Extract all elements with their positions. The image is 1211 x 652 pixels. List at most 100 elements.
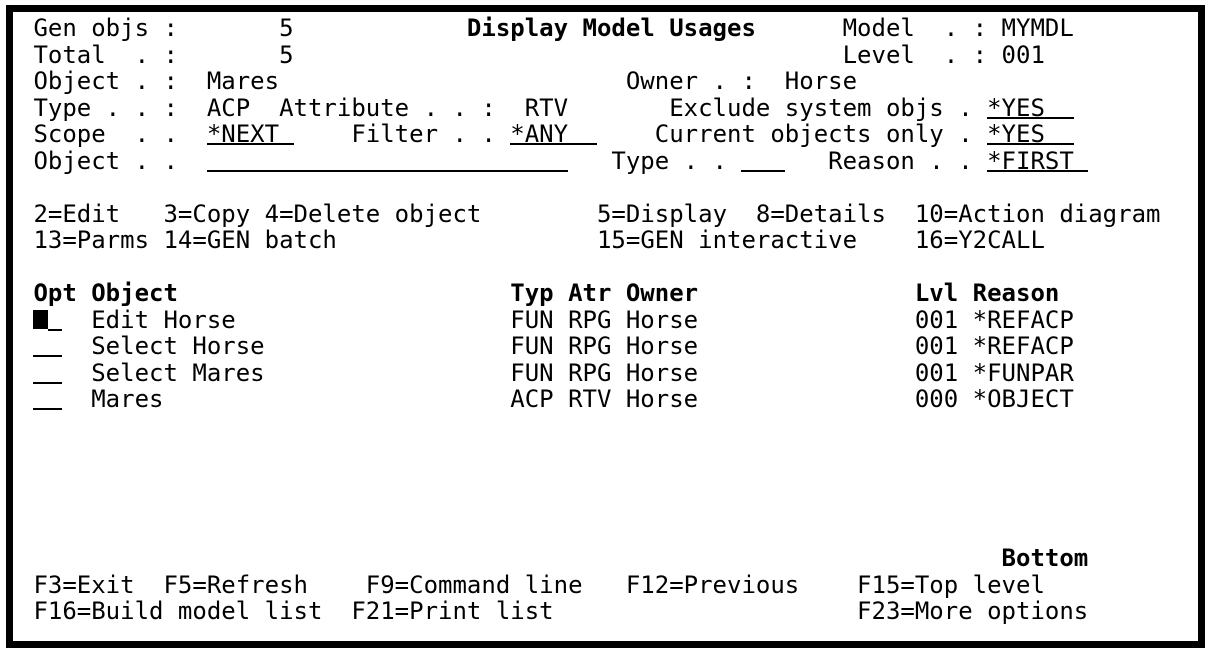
- fkey-f3-exit[interactable]: F3=Exit: [33, 570, 135, 599]
- header-line-5: Scope . . *NEXT Filter . . *ANY Current …: [19, 121, 1198, 148]
- column-header-atr: Atr: [568, 279, 612, 307]
- option-8-details: 8=Details: [755, 199, 886, 228]
- owner-label: Owner . :: [625, 67, 756, 95]
- opt-input[interactable]: [33, 360, 63, 384]
- opt-input[interactable]: [47, 307, 63, 331]
- current-objects-only-input[interactable]: *YES: [987, 121, 1074, 147]
- cell-object: Select Mares: [91, 358, 265, 387]
- fkeys-line-2: F16=Build model list F21=Print list F23=…: [19, 598, 1198, 625]
- cell-typ: FUN: [510, 358, 554, 387]
- fkey-f15-top-level[interactable]: F15=Top level: [857, 570, 1045, 599]
- cell-atr: RTV: [568, 385, 612, 413]
- fkey-f23-more-options[interactable]: F23=More options: [857, 597, 1089, 625]
- options-line-2: 13=Parms 14=GEN batch 15=GEN interactive…: [19, 227, 1198, 254]
- cell-reason: *FUNPAR: [972, 358, 1074, 387]
- cell-atr: RPG: [568, 305, 612, 334]
- attribute-value: RTV: [524, 93, 569, 122]
- option-4-delete-object: 4=Delete object: [264, 199, 482, 228]
- text-cursor: [33, 309, 48, 329]
- table-row: Select Mares FUN RPG Horse 001 *FUNPAR: [19, 358, 1198, 387]
- blank-line: [19, 492, 1198, 519]
- terminal-screen: Gen objs : 5 Display Model Usages Model …: [6, 5, 1205, 648]
- blank-line: [19, 174, 1198, 201]
- column-header-reason: Reason: [972, 279, 1060, 307]
- cell-object: Edit Horse: [91, 305, 236, 334]
- model-value: MYMDL: [1001, 14, 1074, 42]
- type-value: ACP: [206, 93, 251, 122]
- blank-line: [19, 413, 1198, 440]
- option-13-parms: 13=Parms: [33, 226, 150, 254]
- blank-line: [19, 466, 1198, 493]
- scope-label: Scope . .: [33, 120, 178, 148]
- cell-reason: *REFACP: [972, 332, 1074, 360]
- opt-input[interactable]: [33, 386, 63, 410]
- type-label: Type . . :: [33, 93, 178, 122]
- object-position-input[interactable]: [206, 148, 569, 172]
- cell-typ: FUN: [510, 332, 554, 360]
- cell-owner: Horse: [625, 385, 699, 413]
- cell-atr: RPG: [568, 358, 612, 387]
- exclude-system-objs-label: Exclude system objs .: [669, 93, 973, 122]
- attribute-label: Attribute . . :: [279, 93, 496, 122]
- option-5-display: 5=Display: [596, 199, 728, 228]
- cell-object: Select Horse: [91, 332, 265, 360]
- level-label: Level . :: [842, 40, 988, 69]
- filter-input[interactable]: *ANY: [510, 121, 597, 147]
- option-3-copy: 3=Copy: [163, 199, 251, 228]
- owner-value: Horse: [784, 67, 858, 95]
- cell-lvl: 000: [914, 385, 959, 413]
- scope-input[interactable]: *NEXT: [206, 121, 294, 147]
- model-label: Model . :: [842, 14, 988, 42]
- header-line-2: Total . : 5 Level . : 001: [19, 40, 1198, 69]
- fkey-f21-print-list[interactable]: F21=Print list: [351, 597, 554, 625]
- option-16-y2call: 16=Y2CALL: [914, 226, 1045, 254]
- gen-objs-value: 5: [279, 14, 294, 42]
- blank-line: [19, 254, 1198, 281]
- column-header-typ: Typ: [510, 279, 554, 307]
- type-filter-input[interactable]: [741, 148, 785, 172]
- column-header-opt: Opt: [33, 279, 77, 307]
- object-position-label: Object . .: [33, 146, 178, 175]
- blank-line: [19, 439, 1198, 466]
- column-header-lvl: Lvl: [914, 279, 959, 307]
- cell-reason: *REFACP: [972, 305, 1074, 334]
- cell-owner: Horse: [625, 358, 699, 387]
- reason-input[interactable]: *FIRST: [987, 147, 1089, 174]
- blank-line: [19, 519, 1198, 546]
- cell-typ: FUN: [510, 305, 554, 334]
- object-label: Object . :: [33, 67, 178, 95]
- fkey-f12-previous[interactable]: F12=Previous: [625, 570, 800, 599]
- level-value: 001: [1001, 40, 1045, 69]
- header-line-6: Object . . Type . . Reason . . *FIRST: [19, 146, 1198, 175]
- cell-lvl: 001: [914, 305, 959, 334]
- table-row: Edit Horse FUN RPG Horse 001 *REFACP: [19, 305, 1198, 334]
- reason-label: Reason . .: [828, 146, 973, 175]
- option-14-gen-batch: 14=GEN batch: [163, 226, 337, 254]
- option-2-edit: 2=Edit: [33, 199, 121, 228]
- cell-owner: Horse: [625, 332, 699, 360]
- total-label: Total . :: [33, 40, 178, 69]
- cell-atr: RPG: [568, 332, 612, 360]
- object-value: Mares: [206, 67, 280, 95]
- header-line-3: Object . : Mares Owner . : Horse: [19, 68, 1198, 95]
- table-row: Mares ACP RTV Horse 000 *OBJECT: [19, 386, 1198, 413]
- list-position-line: Bottom: [19, 545, 1198, 572]
- fkey-f5-refresh[interactable]: F5=Refresh: [163, 570, 308, 599]
- opt-input[interactable]: [33, 333, 63, 357]
- cell-object: Mares: [91, 385, 164, 413]
- column-header-owner: Owner: [625, 279, 699, 307]
- cell-typ: ACP: [510, 385, 554, 413]
- fkey-f9-command-line[interactable]: F9=Command line: [365, 570, 583, 599]
- option-10-action-diagram: 10=Action diagram: [914, 199, 1161, 228]
- exclude-system-objs-input[interactable]: *YES: [987, 94, 1074, 121]
- cell-reason: *OBJECT: [972, 385, 1074, 413]
- cell-lvl: 001: [914, 332, 959, 360]
- cell-owner: Horse: [625, 305, 699, 334]
- fkey-f16-build-model-list[interactable]: F16=Build model list: [33, 597, 323, 625]
- total-value: 5: [279, 40, 294, 69]
- cell-lvl: 001: [914, 358, 959, 387]
- table-header-row: Opt Object Typ Atr Owner Lvl Reason: [19, 280, 1198, 307]
- table-row: Select Horse FUN RPG Horse 001 *REFACP: [19, 333, 1198, 360]
- bottom-indicator: Bottom: [1001, 544, 1089, 572]
- column-header-object: Object: [91, 279, 178, 307]
